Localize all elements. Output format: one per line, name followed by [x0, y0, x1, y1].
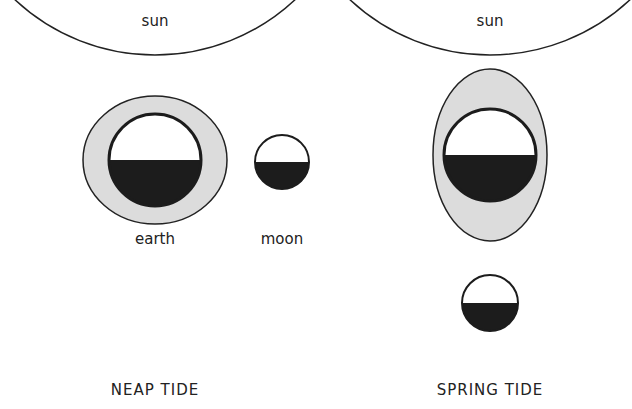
day-side — [255, 135, 309, 189]
sun-arc: sun — [0, 0, 316, 62]
earth-day-side — [444, 109, 536, 201]
tidal-bulge — [433, 69, 547, 241]
moon-outline — [462, 275, 518, 331]
body-outline — [109, 114, 201, 206]
night-side — [255, 162, 309, 189]
node-label: earth — [78, 230, 232, 248]
moon-body: moon — [239, 130, 326, 255]
spring-moon — [462, 275, 518, 331]
day-side — [109, 114, 201, 206]
earth-outline — [444, 109, 536, 201]
night-side — [109, 160, 201, 206]
moon-night-side — [462, 303, 518, 331]
sun-limb — [329, 0, 632, 55]
node-label: sun — [0, 12, 312, 30]
node-label: sun — [340, 12, 632, 30]
sun-arc: sun — [329, 0, 632, 62]
spring-earth — [433, 69, 547, 241]
earth-night-side — [444, 155, 536, 201]
body-outline — [255, 135, 309, 189]
node-label: moon — [243, 230, 322, 248]
sun-outline — [0, 0, 316, 62]
tidal-bulge — [83, 96, 227, 224]
sun-outline — [329, 0, 632, 62]
sun-limb — [0, 0, 316, 55]
moon-day-side — [462, 275, 518, 331]
earth-body: earth — [74, 90, 236, 255]
tide-caption: NEAP TIDE — [111, 381, 199, 399]
tide-caption: SPRING TIDE — [437, 381, 544, 399]
